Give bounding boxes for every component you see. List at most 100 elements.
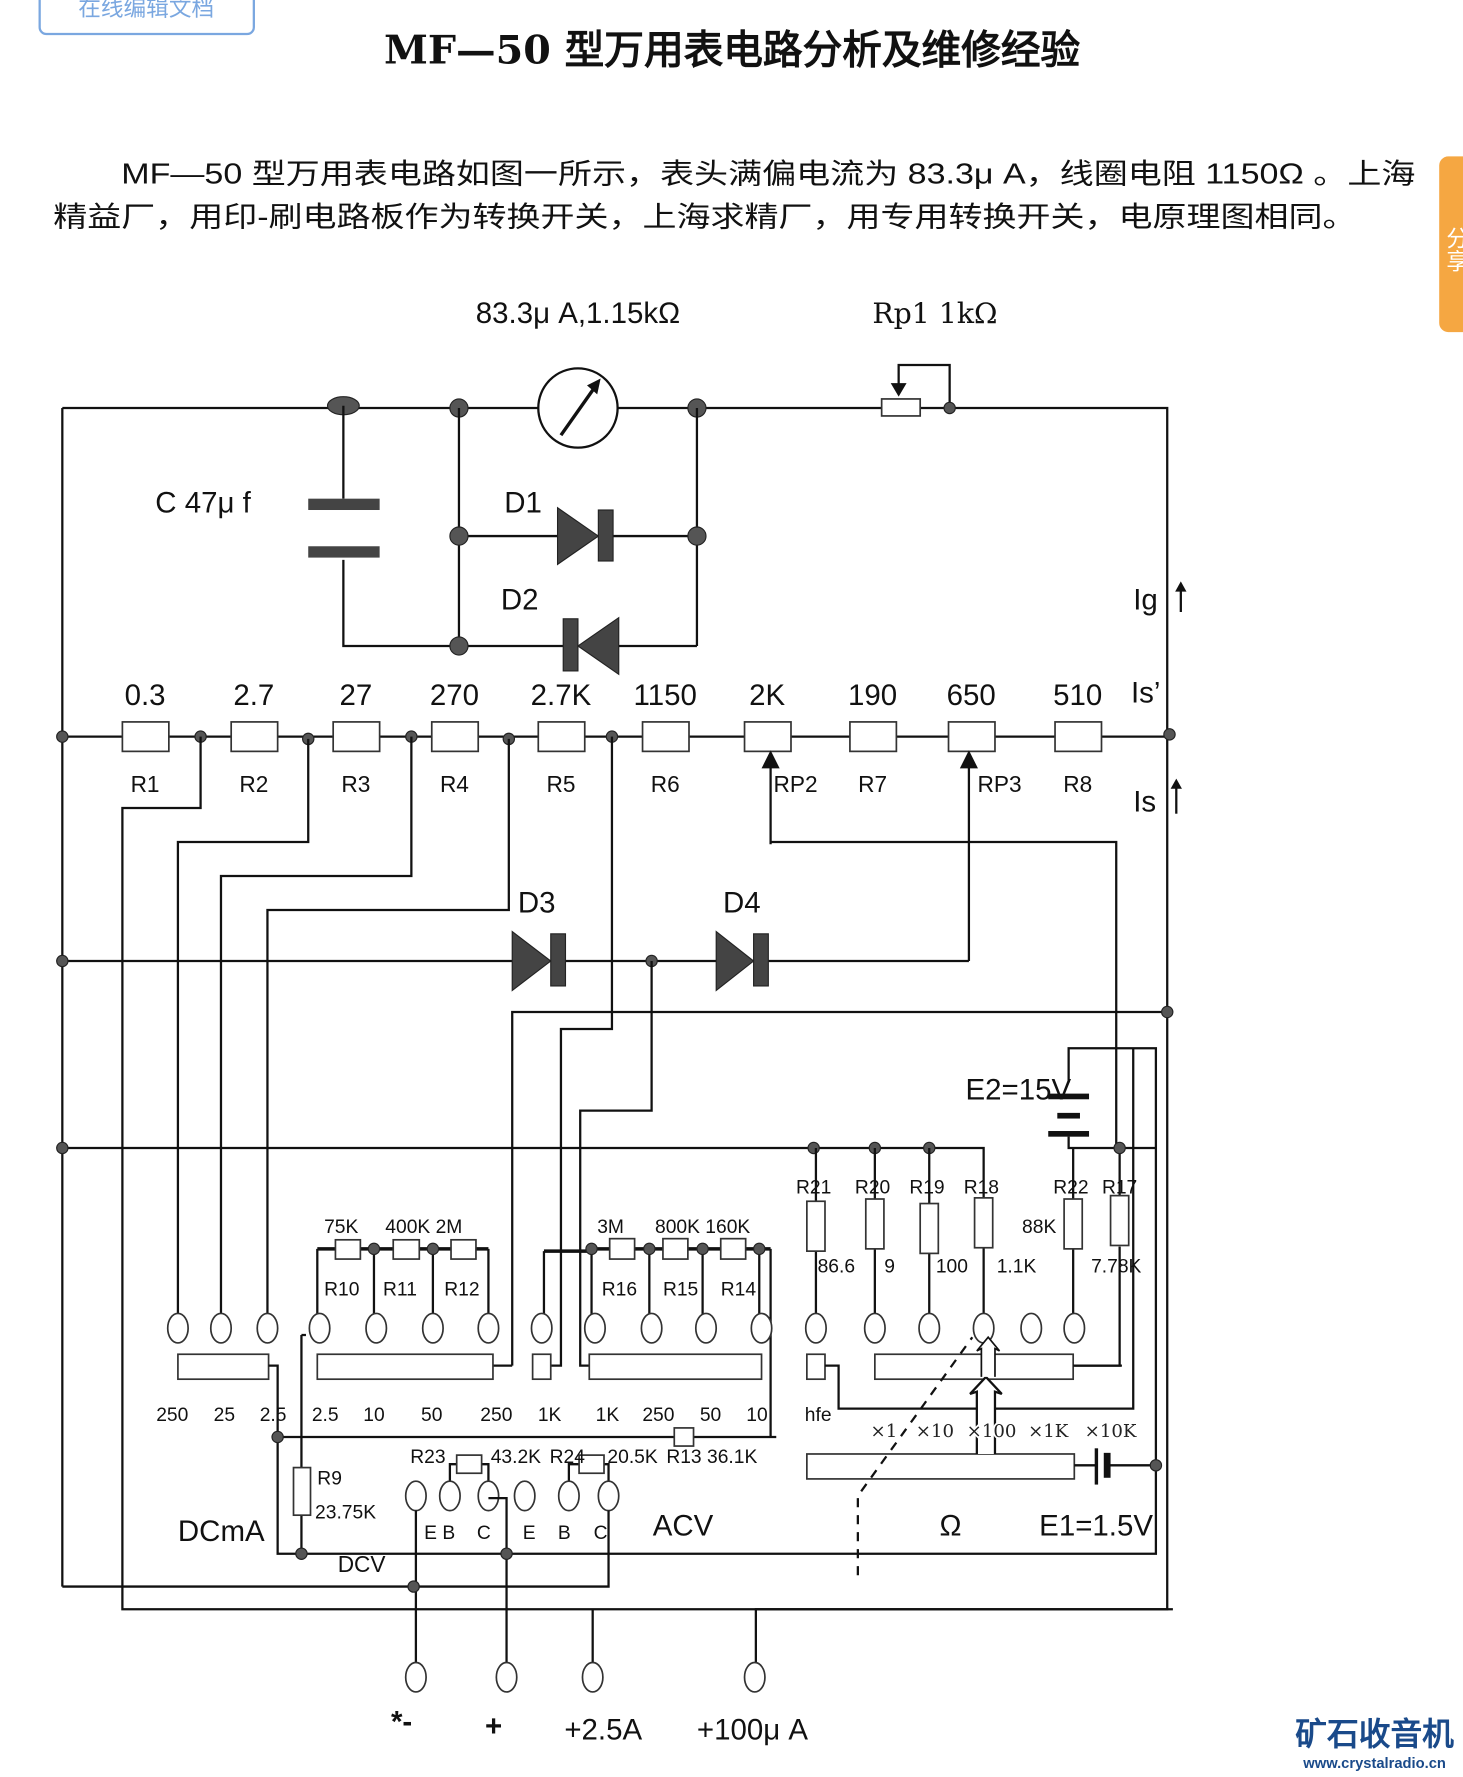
- paragraph-line-1: MF—50 型万用表电路如图一所示，表头满偏电流为 83.3μ A，线圈电阻 1…: [121, 159, 1415, 191]
- resistor-rp3: [947, 721, 996, 753]
- pin-label: E: [523, 1523, 536, 1544]
- ohm-resistor-value: 88K: [1022, 1217, 1056, 1238]
- range-label: 50: [700, 1405, 721, 1426]
- r14-label: R14: [721, 1279, 757, 1300]
- socket-pin[interactable]: [513, 1480, 536, 1512]
- socket-pin[interactable]: [557, 1480, 580, 1512]
- e2-label: E2=15V: [966, 1073, 1072, 1106]
- ohm-resistor-label: R19: [909, 1177, 944, 1198]
- switch-contact[interactable]: [918, 1312, 941, 1344]
- switch-contact[interactable]: [530, 1312, 553, 1344]
- resistor-r2: [230, 721, 279, 753]
- socket-pin[interactable]: [404, 1480, 427, 1512]
- switch-contact[interactable]: [972, 1312, 995, 1344]
- socket-pin[interactable]: [597, 1480, 620, 1512]
- r12-label: R12: [444, 1279, 479, 1300]
- r24-value: 20.5K: [607, 1447, 657, 1468]
- ig-label: Ig: [1133, 584, 1158, 617]
- r13-label: R13 36.1K: [666, 1447, 757, 1468]
- resistor-r19: [919, 1202, 940, 1255]
- terminal-plus-label: +: [485, 1710, 502, 1743]
- range-label: 250: [480, 1405, 512, 1426]
- switch-contact[interactable]: [365, 1312, 388, 1344]
- meter-spec-label: 83.3μ A,1.15kΩ: [476, 297, 680, 330]
- r11-label: R11: [383, 1279, 417, 1300]
- selector-double-arrow-icon: [969, 1375, 1003, 1454]
- ohm-resistor-label: R20: [855, 1177, 890, 1198]
- chain-label: R3: [341, 771, 370, 797]
- acv-label: ACV: [653, 1510, 714, 1543]
- terminal-2-5a[interactable]: +2.5A: [564, 1661, 642, 1747]
- ohm-multiplier: ×1K: [1028, 1421, 1069, 1442]
- ohm-multiplier: ×1: [871, 1421, 898, 1442]
- socket-pin[interactable]: [438, 1480, 461, 1512]
- r16-label: R16: [602, 1279, 637, 1300]
- circuit-schematic: 83.3μ A,1.15kΩ Rp1 1kΩ C 47μ f: [56, 297, 1187, 1747]
- switch-contact[interactable]: [308, 1312, 331, 1344]
- switch-contact[interactable]: [750, 1312, 773, 1344]
- chain-label: RP3: [977, 771, 1021, 797]
- range-switch-bars: [177, 1353, 1076, 1480]
- ohm-resistor-value: 9: [884, 1257, 895, 1278]
- ohm-resistor-value: 1.1K: [997, 1257, 1037, 1278]
- switch-contact[interactable]: [477, 1312, 500, 1344]
- socket-pin[interactable]: [477, 1480, 500, 1512]
- chain-value: 0.3: [125, 679, 166, 712]
- edit-online-label: 在线编辑文档: [78, 0, 214, 21]
- is-label: Is: [1133, 785, 1156, 818]
- switch-contact[interactable]: [166, 1312, 189, 1344]
- terminal-100ua-label: +100μ A: [697, 1714, 808, 1747]
- resistor-r1: [121, 721, 170, 753]
- ohm-resistor-label: R21: [796, 1177, 831, 1198]
- switch-contact[interactable]: [209, 1312, 233, 1344]
- r23-label: R23: [410, 1447, 445, 1468]
- r10-label: R10: [324, 1279, 359, 1300]
- pin-label: B: [558, 1523, 571, 1544]
- dcma-label: DCmA: [178, 1515, 265, 1548]
- switch-contact[interactable]: [863, 1312, 886, 1344]
- range-label: 1K: [596, 1405, 620, 1426]
- resistor-r20: [864, 1198, 885, 1250]
- chain-label: R8: [1063, 771, 1092, 797]
- chain-label: R4: [440, 771, 469, 797]
- resistor-r8: [1054, 721, 1103, 753]
- switch-contact[interactable]: [1063, 1312, 1086, 1344]
- ohm-multiplier-labels: ×1×10×100×1K×10K: [869, 1419, 1139, 1443]
- diode-d4: [715, 930, 769, 992]
- r9-label: R9: [317, 1469, 342, 1490]
- terminal-plus[interactable]: +: [485, 1661, 518, 1743]
- terminal-100ua[interactable]: +100μ A: [697, 1661, 808, 1747]
- page-title: MF—50 型万用表电路分析及维修经验: [384, 28, 1081, 74]
- share-side-tab[interactable]: 分享: [1439, 156, 1463, 333]
- resistor-r6: [641, 721, 690, 753]
- switch-contact[interactable]: [583, 1312, 606, 1344]
- switch-contact[interactable]: [804, 1312, 827, 1344]
- selector-arrow-icon: [976, 1335, 1001, 1377]
- d3-label: D3: [518, 886, 556, 919]
- switch-contact[interactable]: [640, 1312, 663, 1344]
- dcv-label: DCV: [338, 1551, 387, 1577]
- switch-contact[interactable]: [256, 1312, 279, 1344]
- chain-value: 650: [947, 679, 996, 712]
- chain-label: R1: [131, 771, 160, 797]
- battery-e1-icon: [1094, 1448, 1111, 1485]
- range-label: 1K: [538, 1405, 562, 1426]
- d1-label: D1: [504, 486, 542, 519]
- switch-contact[interactable]: [1020, 1312, 1043, 1344]
- meter-icon: [537, 367, 619, 449]
- rp1-label: Rp1 1kΩ: [872, 297, 997, 330]
- shunt-resistor-chain: 0.3R12.7R227R3270R42.7KR51150R62KRP2190R…: [121, 679, 1103, 797]
- switch-contact[interactable]: [694, 1312, 718, 1344]
- logo-name: 矿石收音机: [1295, 1716, 1454, 1752]
- terminal-com[interactable]: *-: [391, 1661, 427, 1739]
- switch-contact[interactable]: [421, 1312, 444, 1344]
- chain-label: R2: [239, 771, 268, 797]
- range-label: 10: [746, 1405, 767, 1426]
- ohm-resistor-value: 86.6: [818, 1257, 855, 1278]
- edit-online-button[interactable]: 在线编辑文档: [38, 0, 255, 36]
- e1-label: E1=1.5V: [1039, 1510, 1153, 1543]
- range-label: 250: [156, 1405, 188, 1426]
- range-label: 2.5: [312, 1405, 339, 1426]
- ohm-resistor-label: R18: [964, 1177, 999, 1198]
